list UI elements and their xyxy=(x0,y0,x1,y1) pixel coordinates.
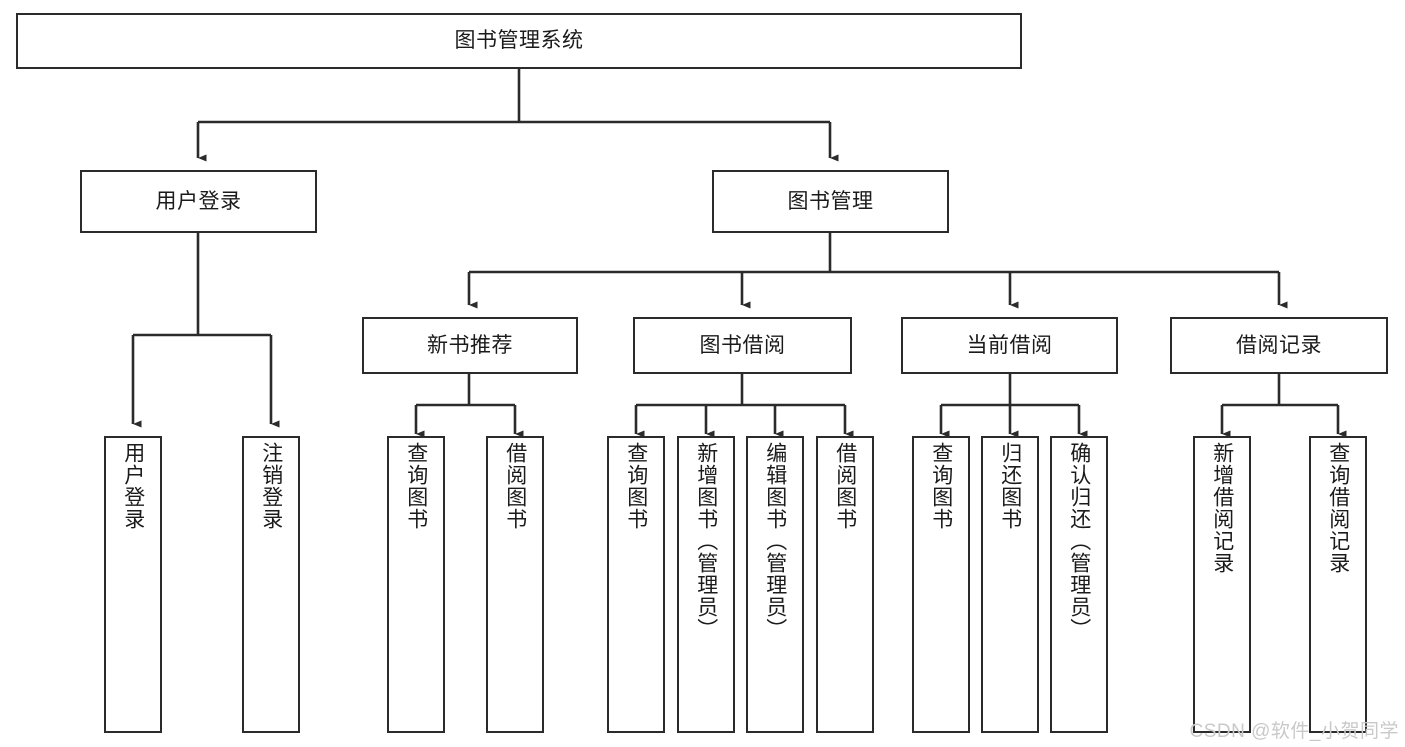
leaf-current-borrow-confirm-return-admin[interactable]: 确认归还（管理员） xyxy=(1050,436,1108,733)
leaf-current-borrow-query-book[interactable]: 查询图书 xyxy=(912,436,970,733)
node-root-book-management-system[interactable]: 图书管理系统 xyxy=(16,13,1022,69)
node-label: 借阅图书 xyxy=(833,442,857,530)
node-label: 用户登录 xyxy=(121,442,145,530)
node-label: 用户登录 xyxy=(155,189,242,213)
node-label: 借阅记录 xyxy=(1236,333,1322,357)
leaf-borrow-record-add-record[interactable]: 新增借阅记录 xyxy=(1193,436,1251,733)
leaf-borrow-record-query-record[interactable]: 查询借阅记录 xyxy=(1309,436,1367,733)
node-label: 图书管理系统 xyxy=(454,29,584,53)
node-user-login[interactable]: 用户登录 xyxy=(80,170,317,233)
leaf-user-login-login[interactable]: 用户登录 xyxy=(104,436,162,733)
node-current-borrow[interactable]: 当前借阅 xyxy=(901,317,1118,374)
leaf-user-login-logout[interactable]: 注销登录 xyxy=(242,436,300,733)
node-label: 查询图书 xyxy=(404,442,428,530)
node-book-management[interactable]: 图书管理 xyxy=(712,170,949,233)
node-book-borrow[interactable]: 图书借阅 xyxy=(633,317,852,374)
node-new-book-recommend[interactable]: 新书推荐 xyxy=(362,317,578,374)
node-label: 当前借阅 xyxy=(966,333,1053,357)
node-label: 新增借阅记录 xyxy=(1210,442,1234,574)
node-label: 查询图书 xyxy=(929,442,953,530)
leaf-book-borrow-add-book-admin[interactable]: 新增图书（管理员） xyxy=(677,436,735,733)
leaf-new-book-borrow-book[interactable]: 借阅图书 xyxy=(486,436,544,733)
leaf-book-borrow-query-book[interactable]: 查询图书 xyxy=(607,436,665,733)
node-label: 图书借阅 xyxy=(699,333,786,357)
node-label: 编辑图书（管理员） xyxy=(763,442,787,640)
node-label: 借阅图书 xyxy=(503,442,527,530)
node-borrow-record[interactable]: 借阅记录 xyxy=(1170,317,1388,374)
node-label: 查询图书 xyxy=(624,442,648,530)
node-label: 归还图书 xyxy=(998,442,1022,530)
node-label: 新增图书（管理员） xyxy=(694,442,718,640)
node-label: 查询借阅记录 xyxy=(1326,442,1350,574)
node-label: 图书管理 xyxy=(787,189,874,213)
leaf-book-borrow-borrow-book[interactable]: 借阅图书 xyxy=(816,436,874,733)
watermark-text: CSDN @软件_小贺同学 xyxy=(1189,721,1399,742)
node-label: 新书推荐 xyxy=(427,333,513,357)
node-label: 确认归还（管理员） xyxy=(1067,442,1091,640)
leaf-book-borrow-edit-book-admin[interactable]: 编辑图书（管理员） xyxy=(746,436,804,733)
leaf-new-book-query-book[interactable]: 查询图书 xyxy=(387,436,445,733)
node-label: 注销登录 xyxy=(259,442,283,530)
leaf-current-borrow-return-book[interactable]: 归还图书 xyxy=(981,436,1039,733)
